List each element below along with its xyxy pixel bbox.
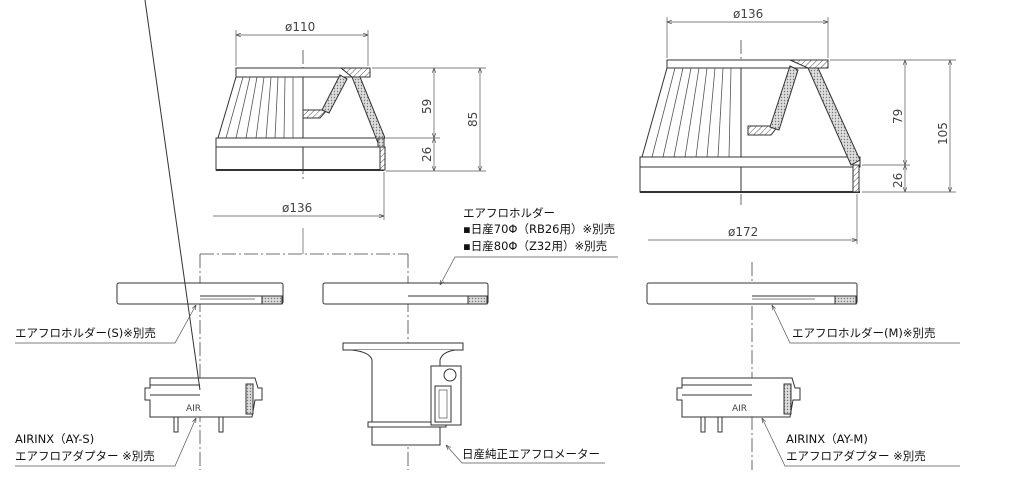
leader-lines — [15, 256, 960, 467]
filter-pleats — [651, 67, 732, 158]
dim-m-top-diameter: ø136 — [733, 7, 763, 21]
adapter-m-name-label: エアフロアダプター ※別売 — [786, 449, 926, 463]
holder-z32-label: ▪日産80Φ（Z32用）※別売 — [463, 239, 607, 253]
filter-s — [215, 50, 386, 182]
dim-m-lower-height: 26 — [891, 173, 905, 188]
filter-m — [639, 40, 861, 205]
filter-s-dimensions: ø110 59 26 85 ø136 — [213, 20, 486, 220]
dim-s-total-height: 85 — [466, 112, 480, 127]
dim-m-base-diameter: ø172 — [728, 225, 758, 239]
dim-s-lower-height: 26 — [420, 147, 434, 162]
dim-m-upper-height: 79 — [891, 109, 905, 124]
adapter-s: AIR — [144, 0, 263, 433]
adapter-m-model-label: AIRINX（AY-M) — [786, 432, 868, 446]
adapter-s-logo: AIR — [186, 404, 201, 414]
holder-s-label: エアフロホルダー(S)※別売 — [15, 326, 156, 340]
dim-s-upper-height: 59 — [420, 99, 434, 114]
adapter-s-name-label: エアフロアダプター ※別売 — [15, 449, 155, 463]
adapter-s-model-label: AIRINX（AY-S) — [15, 432, 94, 446]
holder-s — [116, 282, 284, 305]
adapter-m-logo: AIR — [732, 404, 747, 414]
holder-rb26-label: ▪日産70Φ（RB26用）※別売 — [463, 222, 615, 236]
filter-pleats — [225, 76, 294, 139]
holder-title-label: エアフロホルダー — [463, 206, 555, 220]
dim-s-top-diameter: ø110 — [285, 20, 315, 34]
adapter-m: AIR — [676, 377, 801, 433]
holder-m — [646, 282, 858, 305]
filter-m-dimensions: ø136 79 26 105 ø172 — [648, 7, 956, 244]
airflow-meter-label: 日産純正エアフロメーター — [462, 447, 600, 461]
holder-m-label: エアフロホルダー(M)※別売 — [792, 326, 936, 340]
dim-m-total-height: 105 — [936, 122, 950, 145]
dim-s-base-diameter: ø136 — [282, 201, 312, 215]
airflow-meter — [342, 342, 464, 446]
holder-nissan — [322, 282, 489, 305]
